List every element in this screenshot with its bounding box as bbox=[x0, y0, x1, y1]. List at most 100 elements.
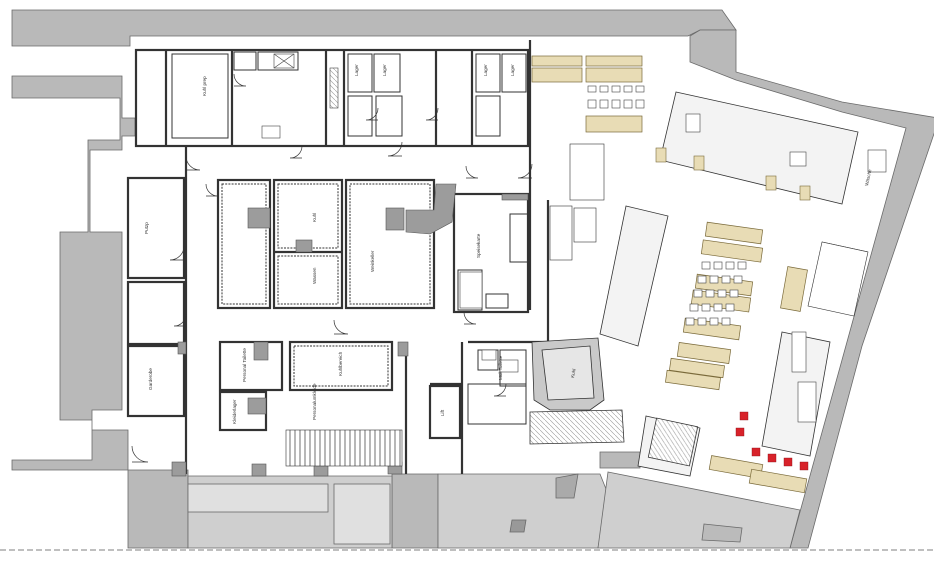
door-swing bbox=[465, 165, 479, 179]
pillars bbox=[171, 183, 529, 477]
chair bbox=[729, 289, 739, 298]
chair bbox=[725, 261, 735, 270]
chair bbox=[697, 275, 707, 284]
room-label: Weinkeller bbox=[370, 250, 375, 272]
chair bbox=[599, 99, 609, 109]
chair bbox=[705, 289, 715, 298]
chair bbox=[701, 303, 711, 312]
room-label: Lager bbox=[510, 64, 515, 76]
bench-seat bbox=[693, 155, 705, 171]
door-swing bbox=[463, 311, 477, 325]
chair bbox=[685, 317, 695, 326]
stool bbox=[767, 453, 777, 463]
room-label: Kuhlbereich bbox=[338, 351, 343, 376]
room-label: Garderobe bbox=[148, 368, 153, 390]
service-counter bbox=[529, 337, 625, 445]
room-labels: Kuhl prep Lager Lager Lager Lager Putzp … bbox=[144, 64, 873, 424]
table bbox=[669, 357, 725, 379]
room-label: Müll Toilette bbox=[498, 355, 503, 380]
table bbox=[704, 221, 764, 245]
table bbox=[585, 115, 643, 133]
room-label: Putzp bbox=[144, 222, 149, 234]
chair bbox=[689, 303, 699, 312]
room-label: Personalumkleide bbox=[312, 383, 317, 420]
basement-zone bbox=[187, 471, 801, 549]
room-label: Lift bbox=[440, 409, 445, 416]
interior-walls bbox=[126, 40, 550, 474]
chair bbox=[701, 261, 711, 270]
stool bbox=[739, 411, 749, 421]
chair bbox=[713, 303, 723, 312]
table bbox=[585, 55, 643, 67]
chair bbox=[697, 317, 707, 326]
room-label: Speisekarte bbox=[476, 233, 481, 258]
fixtures bbox=[261, 53, 887, 423]
stool bbox=[751, 447, 761, 457]
chair bbox=[599, 85, 609, 93]
door-swing bbox=[493, 383, 507, 397]
room-label: Wäsche bbox=[864, 169, 872, 187]
table bbox=[531, 55, 583, 67]
chair bbox=[721, 275, 731, 284]
bench-seat bbox=[799, 185, 811, 201]
door-swings bbox=[131, 73, 533, 463]
door-swing bbox=[517, 163, 533, 179]
chair bbox=[611, 85, 621, 93]
room-label: Kuhl bbox=[312, 213, 317, 222]
door-swing bbox=[169, 245, 185, 261]
chair bbox=[587, 85, 597, 93]
table bbox=[676, 342, 732, 364]
bench-seat bbox=[655, 147, 667, 163]
chair bbox=[709, 317, 719, 326]
door-swing bbox=[333, 319, 349, 335]
chair bbox=[733, 275, 743, 284]
chair bbox=[693, 289, 703, 298]
chair bbox=[611, 99, 621, 109]
stairs-lower bbox=[285, 429, 403, 467]
kitchen-line bbox=[599, 91, 859, 477]
room-label: Personal Toilette bbox=[242, 348, 247, 382]
door-swing bbox=[289, 145, 303, 159]
room-label: Lager bbox=[483, 64, 488, 76]
dining-chairs bbox=[587, 85, 811, 326]
chair bbox=[713, 261, 723, 270]
door-swing bbox=[205, 183, 219, 197]
partitions bbox=[171, 51, 529, 425]
door-swing bbox=[233, 73, 247, 87]
chair bbox=[623, 85, 633, 93]
door-swing bbox=[387, 141, 403, 157]
table bbox=[780, 266, 808, 312]
room-label: Kuhl prep bbox=[202, 76, 207, 96]
table bbox=[585, 67, 643, 83]
table bbox=[531, 67, 583, 83]
outer-walls bbox=[11, 9, 934, 549]
chair bbox=[725, 303, 735, 312]
bar-stools bbox=[735, 411, 809, 471]
chair bbox=[717, 289, 727, 298]
door-swing bbox=[131, 445, 149, 463]
door-swing bbox=[365, 107, 379, 121]
stairs-center bbox=[549, 143, 605, 261]
stool bbox=[783, 457, 793, 467]
room-label: Kuhl bbox=[570, 368, 577, 378]
table bbox=[748, 468, 808, 494]
stairs-right bbox=[807, 241, 869, 317]
table bbox=[665, 369, 721, 391]
stool bbox=[799, 461, 809, 471]
door-swing bbox=[185, 155, 201, 171]
door-swing bbox=[173, 313, 187, 327]
stool bbox=[735, 427, 745, 437]
chair bbox=[721, 317, 731, 326]
chair bbox=[737, 261, 747, 270]
door-swing bbox=[425, 107, 439, 121]
chair bbox=[709, 275, 719, 284]
chair bbox=[623, 99, 633, 109]
dining-tables bbox=[531, 55, 808, 494]
room-label: Kleiderlager bbox=[232, 399, 237, 424]
chair bbox=[587, 99, 597, 109]
bench-seat bbox=[765, 175, 777, 191]
room-label: Wassen bbox=[312, 267, 317, 284]
chair bbox=[635, 85, 645, 93]
chair bbox=[635, 99, 645, 109]
